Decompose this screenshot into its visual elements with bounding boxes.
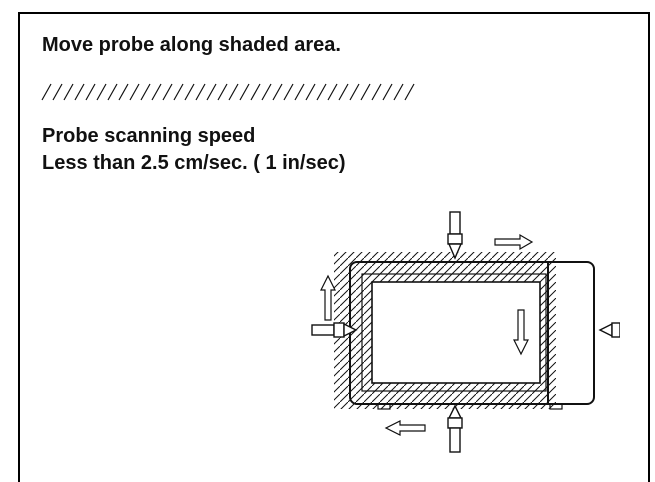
speed-value: Less than 2.5 cm/sec. ( 1 in/sec) [42, 152, 346, 174]
oven-foot-left [377, 403, 391, 410]
speed-title: Probe scanning speed [42, 125, 256, 147]
oven-foot-right [549, 403, 563, 410]
arrow-right-icon [494, 233, 534, 251]
arrow-down-icon [513, 309, 529, 356]
probe-bottom [447, 404, 463, 453]
probe-right [598, 322, 620, 338]
probe-top [447, 211, 463, 260]
door-outline [361, 273, 547, 392]
probe-left [311, 322, 358, 338]
instruction-text: Move probe along shaded area. [42, 34, 341, 56]
arrow-up-icon [320, 274, 336, 321]
microwave-probe-diagram [311, 211, 620, 453]
arrow-left-icon [384, 420, 426, 436]
shaded-area-sample [41, 83, 415, 101]
shaded-scan-area [334, 252, 556, 409]
door-window [371, 281, 541, 384]
